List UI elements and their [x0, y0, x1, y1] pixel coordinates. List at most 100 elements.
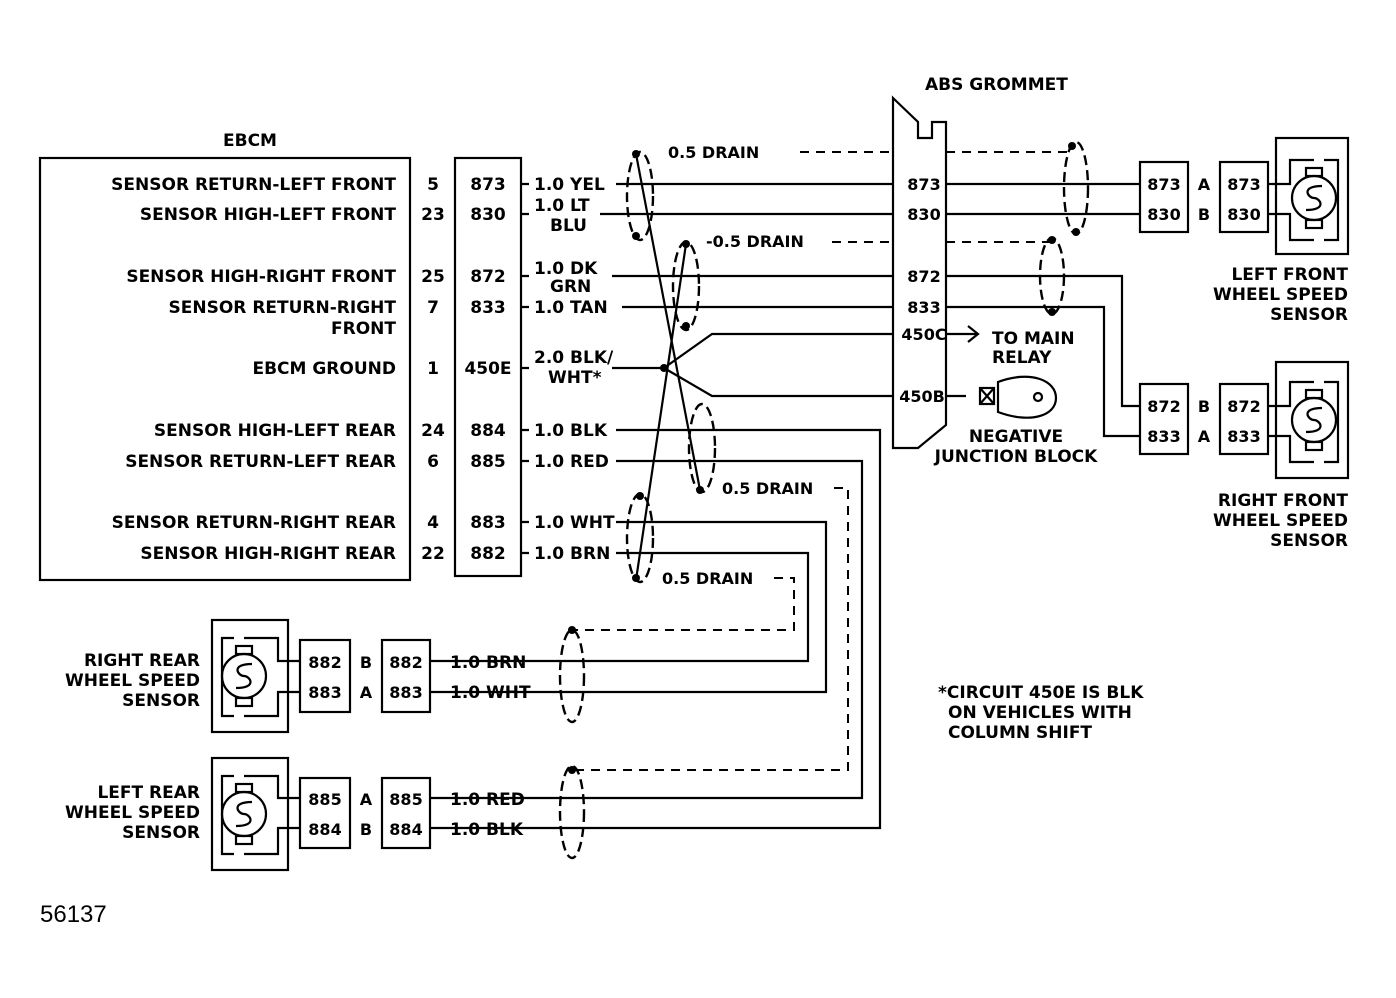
grommet-front-wires — [946, 182, 1140, 438]
ebcm-label2-3: FRONT — [331, 319, 396, 339]
relay-label-1: TO MAIN — [992, 329, 1075, 349]
ebcm-circuit-3: 833 — [470, 298, 506, 318]
ebcm-pin-7: 4 — [427, 513, 439, 533]
junction-bolt — [1032, 391, 1044, 403]
ebcm-pin-5: 24 — [421, 421, 445, 441]
junction-block-icon — [996, 375, 1058, 419]
rr-connector-left — [298, 638, 352, 714]
note-line-1: ON VEHICLES WITH — [948, 703, 1132, 723]
ebcm-wire-4: 2.0 BLK/ — [534, 348, 614, 368]
lf-left-circuit-0: 873 — [1147, 175, 1180, 194]
ebcm-box — [38, 156, 412, 582]
shield-drain-dots — [632, 150, 704, 582]
ebcm-wire2-1: BLU — [550, 216, 587, 236]
lf-terminal-0: A — [1198, 175, 1211, 194]
rf-label-2: SENSOR — [1270, 531, 1348, 551]
drain-line-4 — [572, 577, 795, 631]
rr-wire-1: 1.0 WHT — [450, 683, 531, 703]
ebcm-circuit-6: 885 — [470, 452, 506, 472]
rf-right-circuit-0: 872 — [1227, 397, 1260, 416]
ebcm-title: EBCM — [223, 131, 277, 151]
junction-label-2: JUNCTION BLOCK — [934, 447, 1098, 467]
lr-connector-left — [298, 776, 352, 850]
ebcm-circuit-2: 872 — [470, 267, 506, 287]
rr-connector-right — [380, 638, 432, 714]
rf-terminal-0: B — [1198, 397, 1210, 416]
ebcm-wire-6: 1.0 RED — [534, 452, 609, 472]
lr-label-0: LEFT REAR — [97, 783, 200, 803]
rr-wire-0: 1.0 BRN — [450, 653, 526, 673]
drain-label-4: 0.5 DRAIN — [662, 569, 753, 588]
ground-branch — [612, 332, 893, 398]
lf-drain-dot-2 — [1072, 228, 1080, 236]
lr-terminal-1: B — [360, 820, 372, 839]
rf-left-circuit-0: 872 — [1147, 397, 1180, 416]
lf-sensor-icon — [1268, 136, 1350, 256]
rr-terminal-0: B — [360, 653, 372, 672]
rf-label-0: RIGHT FRONT — [1218, 491, 1348, 511]
ebcm-label-2: SENSOR HIGH-RIGHT FRONT — [126, 267, 396, 287]
ebcm-wire2-2: GRN — [550, 277, 591, 297]
rf-connector-right — [1218, 382, 1270, 456]
rr-right-circuit-1: 883 — [389, 683, 422, 702]
lf-connector-left — [1138, 160, 1190, 234]
lr-label-2: SENSOR — [122, 823, 200, 843]
lr-label-1: WHEEL SPEED — [65, 803, 200, 823]
ebcm-pin-0: 5 — [427, 175, 439, 195]
rr-label-1: WHEEL SPEED — [65, 671, 200, 691]
ebcm-wire-5: 1.0 BLK — [534, 421, 608, 441]
lr-terminal-0: A — [360, 790, 373, 809]
note-line-2: COLUMN SHIFT — [948, 723, 1092, 743]
lr-right-circuit-1: 884 — [389, 820, 422, 839]
drain-label-1: 0.5 DRAIN — [668, 143, 759, 162]
ebcm-pin-8: 22 — [421, 544, 445, 564]
grommet-pin-2: 872 — [907, 267, 940, 286]
rf-drain-dot-1 — [1048, 236, 1056, 244]
lf-label-2: SENSOR — [1270, 305, 1348, 325]
rear-harness-wires — [430, 428, 882, 830]
ebcm-wire-0: 1.0 YEL — [534, 175, 605, 195]
lr-left-circuit-0: 885 — [308, 790, 341, 809]
grommet-title: ABS GROMMET — [925, 75, 1068, 95]
ebcm-wire-2: 1.0 DK — [534, 259, 598, 279]
figure-number: 56137 — [40, 901, 107, 928]
rr-label-0: RIGHT REAR — [84, 651, 200, 671]
lf-terminal-1: B — [1198, 205, 1210, 224]
ebcm-circuit-4: 450E — [464, 359, 511, 379]
junction-terminal — [978, 386, 996, 406]
ebcm-pin-3: 7 — [427, 298, 439, 318]
ebcm-wire-1: 1.0 LT — [534, 196, 590, 216]
grommet-pin-5: 450B — [899, 387, 945, 406]
rr-terminal-1: A — [360, 683, 373, 702]
ebcm-pin-4: 1 — [427, 359, 439, 379]
lf-shield-ellipse — [1062, 140, 1090, 236]
ebcm-circuit-8: 882 — [470, 544, 506, 564]
rr-left-circuit-1: 883 — [308, 683, 341, 702]
ebcm-pin-1: 23 — [421, 205, 445, 225]
ebcm-pin-6: 6 — [427, 452, 439, 472]
lf-label-0: LEFT FRONT — [1231, 265, 1348, 285]
grommet-pin-4: 450C — [901, 325, 946, 344]
lr-right-circuit-0: 885 — [389, 790, 422, 809]
ebcm-label-7: SENSOR RETURN-RIGHT REAR — [112, 513, 396, 533]
ebcm-circuit-7: 883 — [470, 513, 506, 533]
rear-drain-dot-1 — [568, 626, 576, 634]
front-harness-wires — [600, 182, 893, 309]
ebcm-label-0: SENSOR RETURN-LEFT FRONT — [111, 175, 396, 195]
ebcm-circuit-0: 873 — [470, 175, 506, 195]
rr-label-2: SENSOR — [122, 691, 200, 711]
rf-drain-dot-2 — [1048, 308, 1056, 316]
ebcm-label-1: SENSOR HIGH-LEFT FRONT — [140, 205, 397, 225]
rf-left-circuit-1: 833 — [1147, 427, 1180, 446]
junction-terminal-x — [979, 387, 995, 405]
rr-sensor-icon — [210, 618, 300, 734]
ebcm-label-4: EBCM GROUND — [252, 359, 396, 379]
ebcm-label-8: SENSOR HIGH-RIGHT REAR — [140, 544, 396, 564]
grommet-pin-1: 830 — [907, 205, 940, 224]
drain-line-3 — [572, 487, 849, 771]
lf-left-circuit-1: 830 — [1147, 205, 1180, 224]
abs-grommet — [891, 95, 948, 450]
note-line-0: *CIRCUIT 450E IS BLK — [938, 683, 1144, 703]
ebcm-label-6: SENSOR RETURN-LEFT REAR — [125, 452, 396, 472]
